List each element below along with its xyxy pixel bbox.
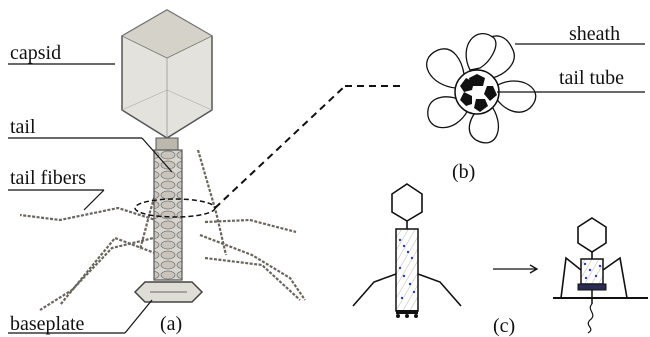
panel-label-c: (c) (493, 315, 515, 337)
label-tail-fibers: tail fibers (10, 167, 86, 189)
label-tail: tail (10, 116, 36, 138)
collar (156, 138, 178, 150)
schematic-c: (c) (353, 184, 648, 337)
contracted-phage (553, 218, 648, 333)
tail-sheath (154, 150, 182, 280)
label-capsid: capsid (10, 42, 61, 64)
panel-label-b: (b) (452, 161, 475, 183)
arrow-icon (493, 265, 537, 273)
label-tail-tube: tail tube (559, 67, 624, 89)
label-sheath: sheath (569, 23, 620, 45)
phage-a: capsid tail tail fibers baseplate (a) (8, 10, 405, 335)
capsid (122, 10, 212, 138)
label-baseplate: baseplate (10, 313, 85, 335)
panel-label-a: (a) (160, 313, 182, 335)
extended-phage (353, 184, 461, 318)
cross-section-b: sheath tail tube (b) (427, 23, 645, 183)
section-connector-line (215, 86, 345, 208)
